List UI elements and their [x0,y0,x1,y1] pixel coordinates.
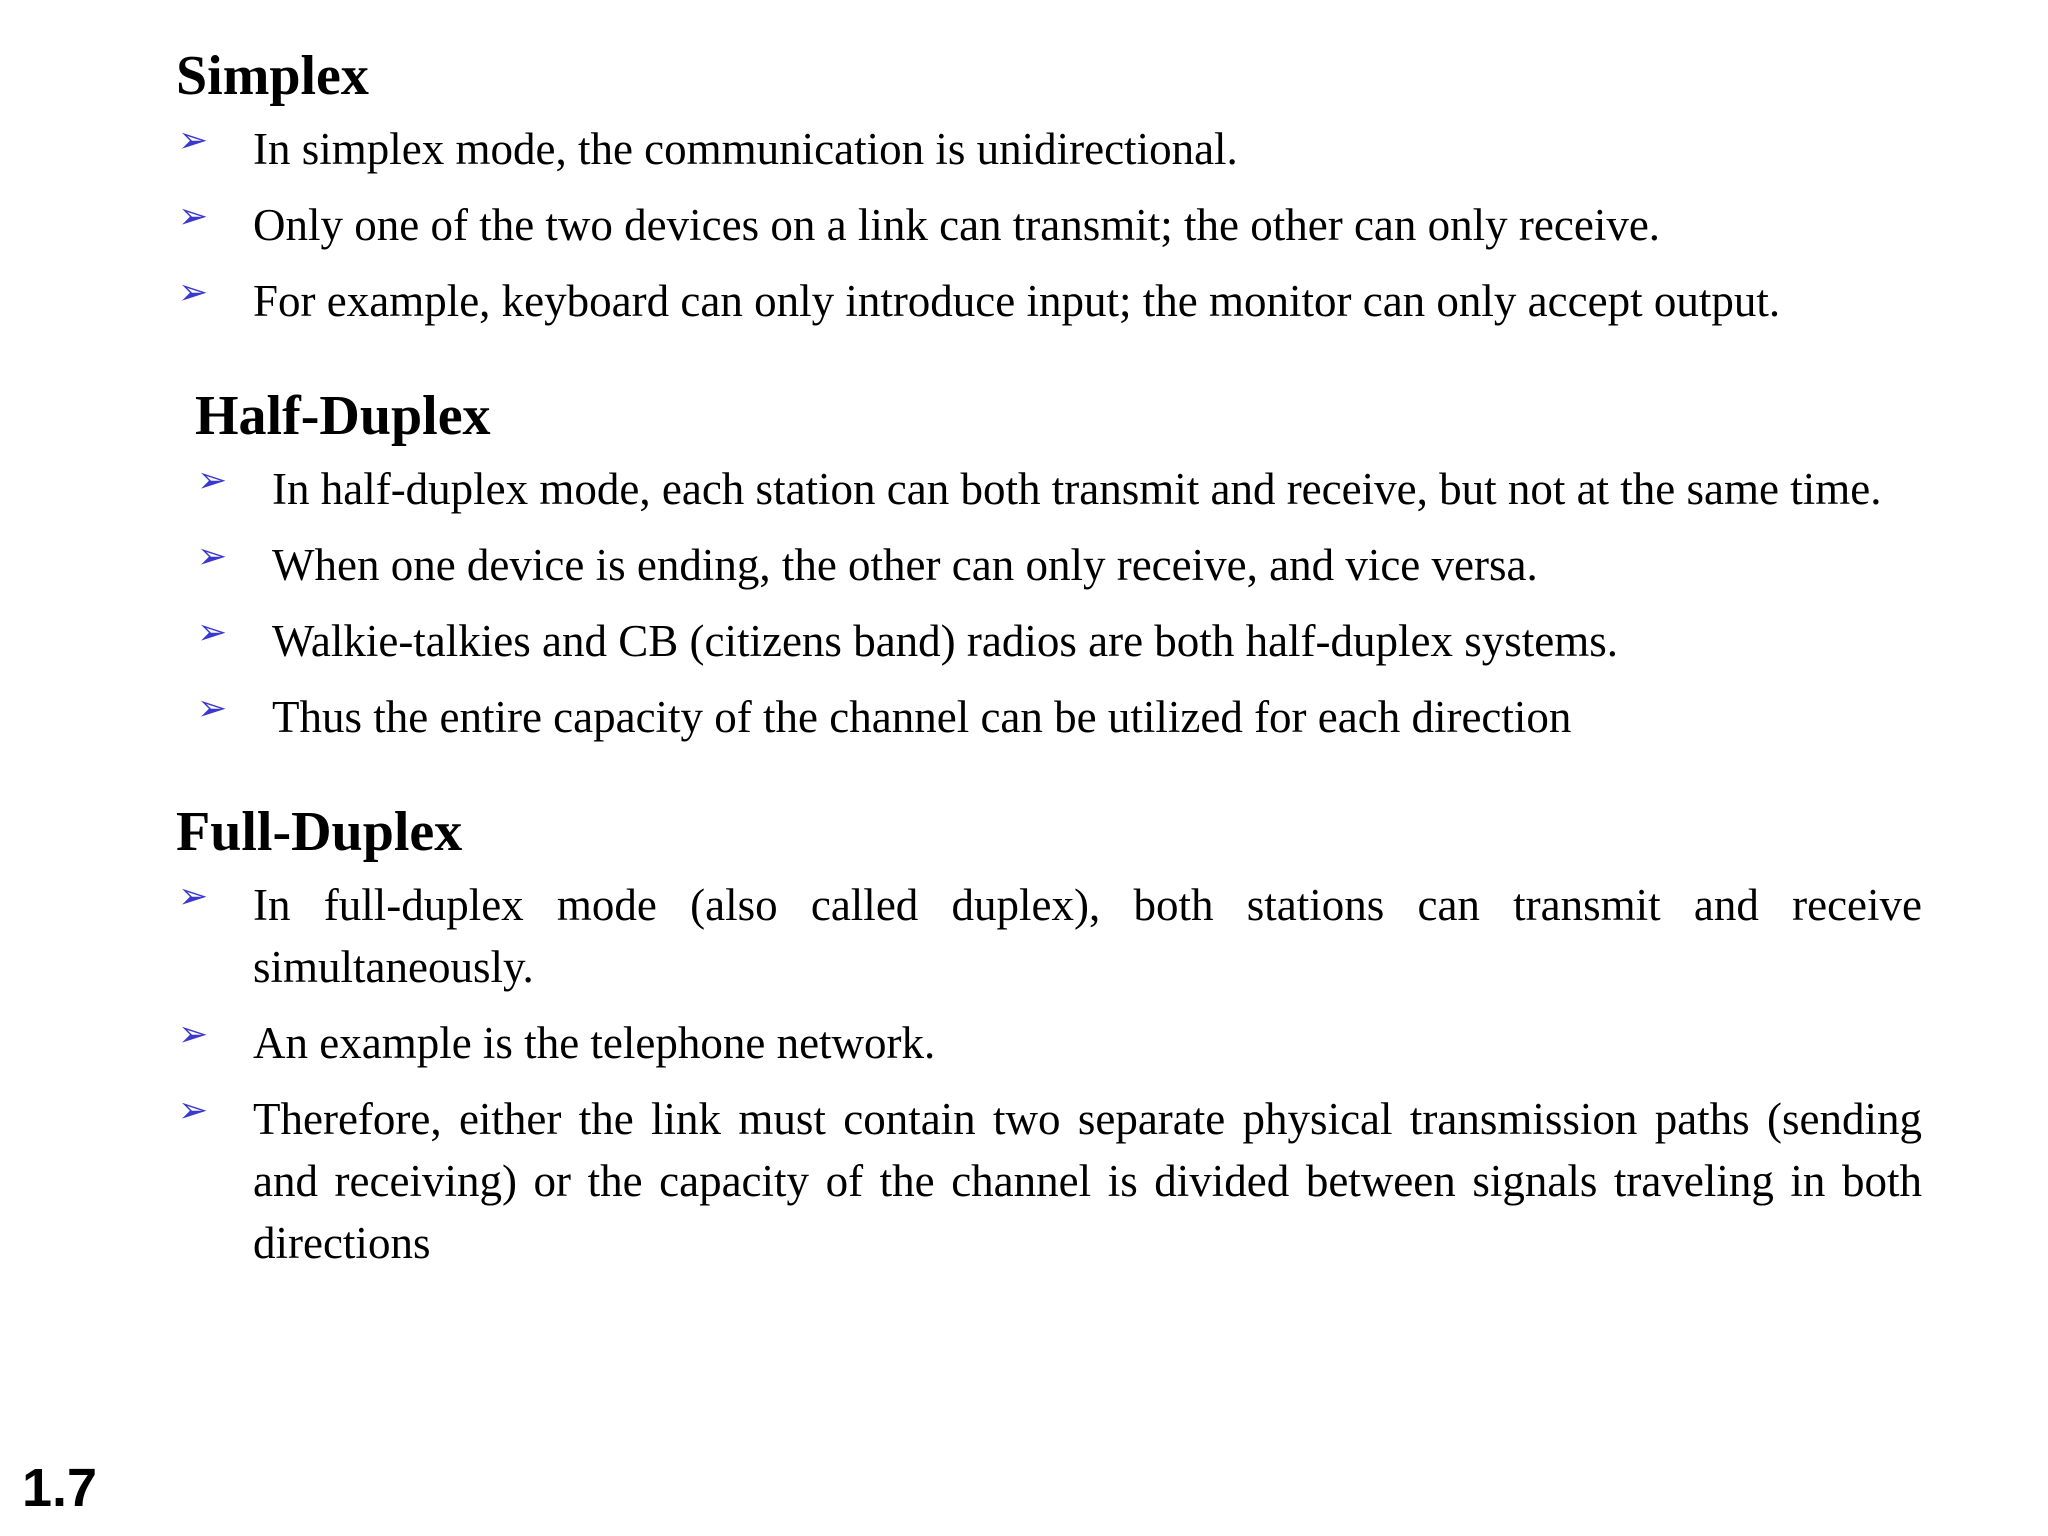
arrow-bullet-icon: ➢ [178,272,209,313]
bullet-item: ➢ In full-duplex mode (also called duple… [176,874,1922,998]
section-simplex: Simplex ➢ In simplex mode, the communica… [176,44,1922,332]
bullet-text: When one device is ending, the other can… [272,540,1538,590]
arrow-bullet-icon: ➢ [178,120,209,161]
bullet-item: ➢ Only one of the two devices on a link … [176,194,1922,256]
bullet-text: In half-duplex mode, each station can bo… [272,464,1882,514]
bullet-text: Walkie-talkies and CB (citizens band) ra… [272,616,1619,666]
arrow-bullet-icon: ➢ [197,688,228,729]
bullet-item: ➢ Thus the entire capacity of the channe… [195,686,1922,748]
arrow-bullet-icon: ➢ [197,460,228,501]
bullet-text: An example is the telephone network. [253,1018,936,1068]
arrow-bullet-icon: ➢ [197,536,228,577]
bullet-item: ➢ In half-duplex mode, each station can … [195,458,1922,520]
bullet-item: ➢ Walkie-talkies and CB (citizens band) … [195,610,1922,672]
bullet-list-simplex: ➢ In simplex mode, the communication is … [176,118,1922,332]
bullet-text: In full-duplex mode (also called duplex)… [253,880,1922,992]
bullet-list-full-duplex: ➢ In full-duplex mode (also called duple… [176,874,1922,1274]
section-half-duplex: Half-Duplex ➢ In half-duplex mode, each … [195,384,1922,748]
arrow-bullet-icon: ➢ [178,876,209,917]
bullet-text: Only one of the two devices on a link ca… [253,200,1661,250]
bullet-item: ➢ In simplex mode, the communication is … [176,118,1922,180]
arrow-bullet-icon: ➢ [178,1090,209,1131]
arrow-bullet-icon: ➢ [178,196,209,237]
arrow-bullet-icon: ➢ [197,612,228,653]
bullet-item: ➢ For example, keyboard can only introdu… [176,270,1922,332]
bullet-text: In simplex mode, the communication is un… [253,124,1238,174]
section-title-half-duplex: Half-Duplex [195,385,491,447]
bullet-item: ➢ Therefore, either the link must contai… [176,1088,1922,1274]
section-full-duplex: Full-Duplex ➢ In full-duplex mode (also … [176,800,1922,1274]
section-title-simplex: Simplex [176,45,369,107]
bullet-list-half-duplex: ➢ In half-duplex mode, each station can … [195,458,1922,748]
bullet-text: Thus the entire capacity of the channel … [272,692,1572,742]
page-number: 1.7 [22,1458,98,1518]
bullet-item: ➢ When one device is ending, the other c… [195,534,1922,596]
bullet-item: ➢ An example is the telephone network. [176,1012,1922,1074]
bullet-text: For example, keyboard can only introduce… [253,276,1781,326]
bullet-text: Therefore, either the link must contain … [253,1094,1922,1268]
arrow-bullet-icon: ➢ [178,1014,209,1055]
section-title-full-duplex: Full-Duplex [176,801,463,863]
